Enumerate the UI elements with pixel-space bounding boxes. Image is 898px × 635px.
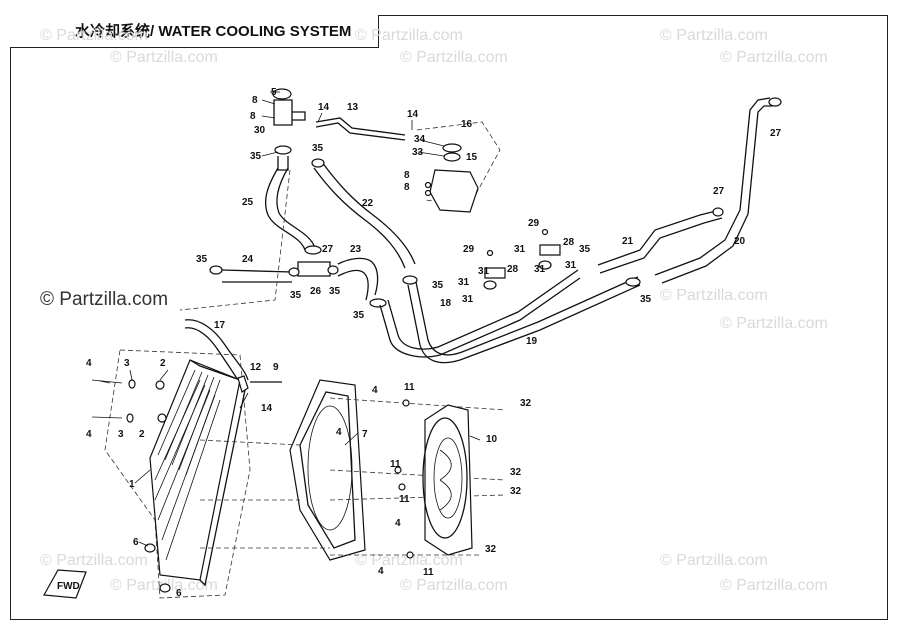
callout-label: 18: [440, 298, 452, 309]
callout-label: 27: [713, 186, 725, 197]
callout-label: 21: [622, 236, 634, 247]
callout-label: 32: [520, 398, 532, 409]
callout-label: 8: [250, 111, 256, 122]
watermark: © Partzilla.com: [660, 287, 768, 304]
callout-label: 4: [86, 358, 92, 369]
callout-label: 9: [273, 362, 279, 373]
callout-label: 3: [124, 358, 130, 369]
callout-labels: 5 8 8 30 35 14 13 14 16 34 33 15 8 8 35 …: [86, 87, 782, 599]
callout-label: 6: [176, 588, 182, 599]
callout-label: 35: [432, 280, 444, 291]
callout-label: 35: [290, 290, 302, 301]
watermark: © Partzilla.com: [355, 552, 463, 569]
callout-label: 27: [322, 244, 334, 255]
callout-label: 31: [462, 294, 474, 305]
callout-label: 14: [261, 403, 273, 414]
watermark: © Partzilla.com: [40, 552, 148, 569]
callout-label: 8: [404, 170, 410, 181]
callout-label: 35: [579, 244, 591, 255]
callout-label: 11: [423, 567, 434, 578]
leader-lines: [99, 91, 481, 547]
callout-label: 8: [252, 95, 258, 106]
callout-label: 28: [563, 237, 575, 248]
callout-label: 31: [534, 264, 546, 275]
callout-label: 11: [404, 382, 415, 393]
watermark: © Partzilla.com: [400, 577, 508, 594]
callout-label: 31: [514, 244, 526, 255]
watermark: © Partzilla.com: [720, 577, 828, 594]
fwd-arrow-icon: FWD: [43, 569, 87, 599]
callout-label: 4: [336, 427, 342, 438]
callout-label: 29: [528, 218, 540, 229]
diagram-title: 水冷却系统/ WATER COOLING SYSTEM: [75, 23, 352, 40]
callout-label: 14: [318, 102, 330, 113]
callout-label: 32: [510, 467, 522, 478]
callout-label: 15: [466, 152, 478, 163]
callout-label: 35: [329, 286, 341, 297]
watermark-main: © Partzilla.com: [40, 289, 168, 310]
callout-label: 4: [86, 429, 92, 440]
callout-label: 32: [510, 486, 522, 497]
callout-label: 25: [242, 197, 254, 208]
callout-label: 35: [640, 294, 652, 305]
callout-label: 31: [478, 266, 490, 277]
callout-label: 5: [271, 87, 277, 98]
callout-label: 8: [404, 182, 410, 193]
callout-label: 26: [310, 286, 322, 297]
callout-label: 3: [118, 429, 124, 440]
callout-label: 4: [378, 566, 384, 577]
callout-label: 35: [353, 310, 365, 321]
callout-label: 33: [412, 147, 424, 158]
callout-label: 30: [254, 125, 266, 136]
watermark: © Partzilla.com: [660, 552, 768, 569]
fwd-label: FWD: [57, 581, 80, 592]
watermark: © Partzilla.com: [400, 49, 508, 66]
diagram-frame: [10, 15, 888, 620]
callout-label: 2: [160, 358, 166, 369]
callout-label: 35: [196, 254, 208, 265]
watermark: © Partzilla.com: [355, 27, 463, 44]
callout-label: 11: [390, 459, 401, 470]
callout-label: 34: [414, 134, 426, 145]
callout-label: 31: [458, 277, 470, 288]
fan-assembly: [394, 399, 473, 559]
callout-label: 31: [565, 260, 577, 271]
callout-label: 28: [507, 264, 519, 275]
callout-label: 10: [486, 434, 498, 445]
callout-label: 32: [485, 544, 497, 555]
callout-label: 2: [139, 429, 145, 440]
callout-label: 29: [463, 244, 475, 255]
callout-label: 20: [734, 236, 746, 247]
callout-label: 19: [526, 336, 538, 347]
callout-label: 13: [347, 102, 359, 113]
watermark: © Partzilla.com: [40, 27, 148, 44]
callout-label: 4: [372, 385, 378, 396]
callout-label: 7: [362, 429, 368, 440]
watermark: © Partzilla.com: [720, 315, 828, 332]
callout-label: 35: [250, 151, 262, 162]
watermark: © Partzilla.com: [660, 27, 768, 44]
callout-label: 4: [395, 518, 401, 529]
fan-shroud: [199, 379, 506, 561]
watermark-group: © Partzilla.com © Partzilla.com © Partzi…: [40, 27, 828, 594]
callout-label: 24: [242, 254, 254, 265]
watermark: © Partzilla.com: [110, 49, 218, 66]
callout-label: 14: [407, 109, 419, 120]
callout-label: 35: [312, 143, 324, 154]
callout-label: 22: [362, 198, 374, 209]
callout-label: 27: [770, 128, 782, 139]
callout-label: 16: [461, 119, 473, 130]
callout-label: 17: [214, 320, 226, 331]
radiator: [91, 349, 282, 599]
callout-label: 6: [133, 537, 139, 548]
watermark: © Partzilla.com: [720, 49, 828, 66]
hose-assembly: [179, 88, 782, 385]
callout-label: 11: [399, 494, 410, 505]
callout-label: 23: [350, 244, 362, 255]
callout-label: 1: [129, 479, 135, 490]
callout-label: 12: [250, 362, 262, 373]
title-box: [10, 15, 379, 48]
